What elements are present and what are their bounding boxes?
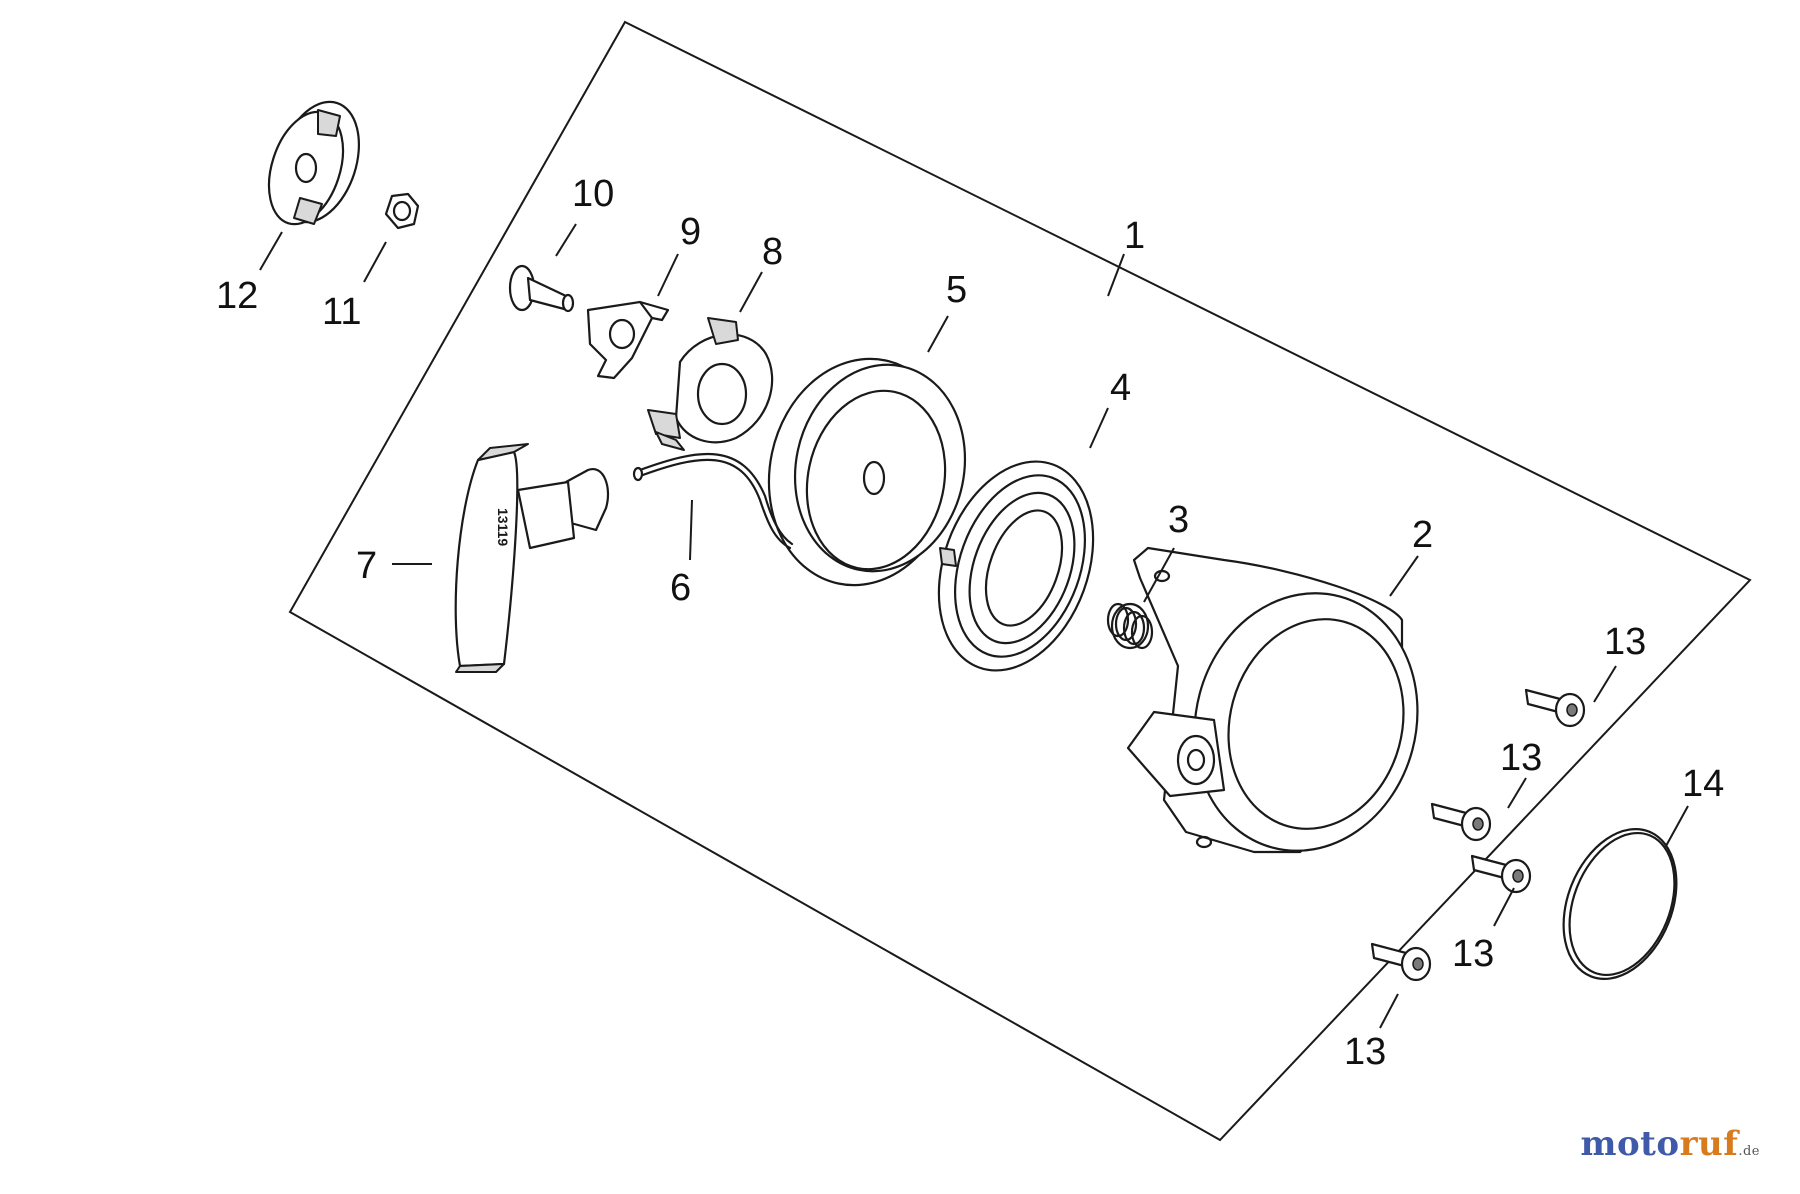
callout-10: 10 [572, 173, 614, 215]
part-3-small-spring [1106, 602, 1154, 650]
part-4-spring [937, 460, 1095, 672]
watermark-part2: ruf [1679, 1124, 1739, 1164]
callout-3: 3 [1168, 499, 1189, 541]
callout-8: 8 [762, 231, 783, 273]
callout-14: 14 [1682, 763, 1724, 805]
callout-2: 2 [1412, 514, 1433, 556]
part-7-handle: 13119 [454, 443, 610, 673]
part-14-cover-disc [1562, 828, 1678, 980]
callout-13-c: 13 [1452, 933, 1494, 975]
part-9-clip [586, 300, 670, 380]
part-13-bolt-c [1470, 854, 1532, 894]
callout-12: 12 [216, 275, 258, 317]
watermark-part1: moto [1580, 1124, 1680, 1164]
part-6-rope [632, 452, 794, 550]
callout-13-d: 13 [1344, 1031, 1386, 1073]
callout-5: 5 [946, 269, 967, 311]
part-5-reel [767, 357, 967, 587]
callout-13-a: 13 [1604, 621, 1646, 663]
part-13-bolt-b [1430, 802, 1492, 842]
callout-9: 9 [680, 211, 701, 253]
watermark-suffix: .de [1738, 1144, 1760, 1159]
part-8-ratchet [647, 317, 774, 451]
assembly-frame [288, 20, 1752, 1142]
callout-7: 7 [356, 545, 377, 587]
callout-13-b: 13 [1500, 737, 1542, 779]
callout-6: 6 [670, 567, 691, 609]
part-10-pin [508, 264, 575, 313]
motoruf-watermark: motoruf.de [1581, 1124, 1760, 1164]
callout-4: 4 [1110, 367, 1131, 409]
part-2-housing [1126, 546, 1419, 854]
callout-1: 1 [1124, 215, 1145, 257]
callout-11: 11 [322, 291, 361, 333]
part-13-bolt-a [1524, 688, 1586, 728]
leader-lines [259, 223, 1689, 1029]
part-12-pulley [267, 100, 361, 226]
part-13-bolt-d [1370, 942, 1432, 982]
part-11-nut [384, 192, 420, 230]
handle-marking: 13119 [495, 508, 511, 546]
